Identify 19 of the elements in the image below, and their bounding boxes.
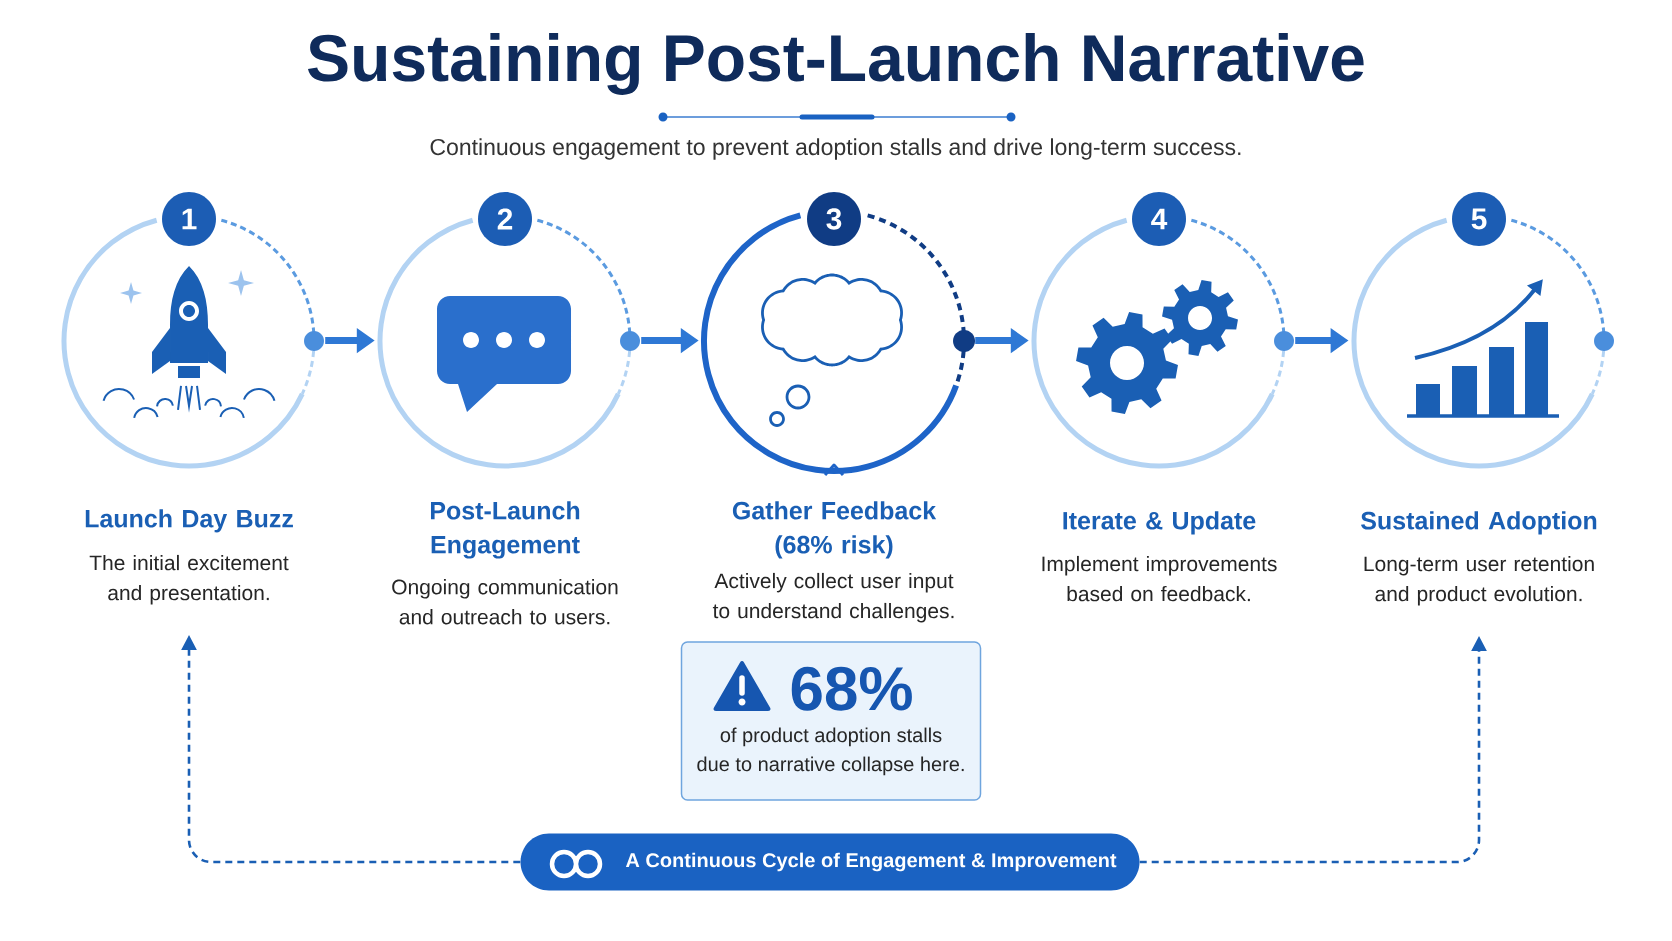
number-badge: 2 <box>478 192 532 246</box>
subtitle: Continuous engagement to prevent adoption stalls and drive long-term success. <box>430 138 1241 160</box>
step-description: Actively collect user input to understand challenges. <box>712 572 954 623</box>
step-title: Launch Day Buzz <box>85 509 293 533</box>
step-description: Ongoing communication and outreach to users. <box>392 579 618 625</box>
step-description: The initial excitement and presentation. <box>89 554 289 605</box>
step-title: Gather Feedback (68% risk) <box>732 501 937 559</box>
step-title: Iterate & Update <box>1063 511 1256 535</box>
step-description: Implement improvements based on feedback. <box>1042 555 1277 602</box>
step-title: Post-Launch Engagement <box>431 501 580 559</box>
step-description: Long-term user retention and product evolution. <box>1364 555 1594 606</box>
number-badge: 4 <box>1132 192 1186 246</box>
number-badge: 3 <box>807 192 861 246</box>
pill-banner: A Continuous Cycle of Engagement & Improvement <box>520 833 1140 891</box>
number-badge: 1 <box>162 192 216 246</box>
number-badge: 5 <box>1452 192 1506 246</box>
title: Sustaining Post-Launch Narrative <box>308 33 1364 95</box>
callout-box: 68% of product adoption stalls due to narrative collapse here. <box>680 641 982 801</box>
step-title: Sustained Adoption <box>1361 511 1597 535</box>
